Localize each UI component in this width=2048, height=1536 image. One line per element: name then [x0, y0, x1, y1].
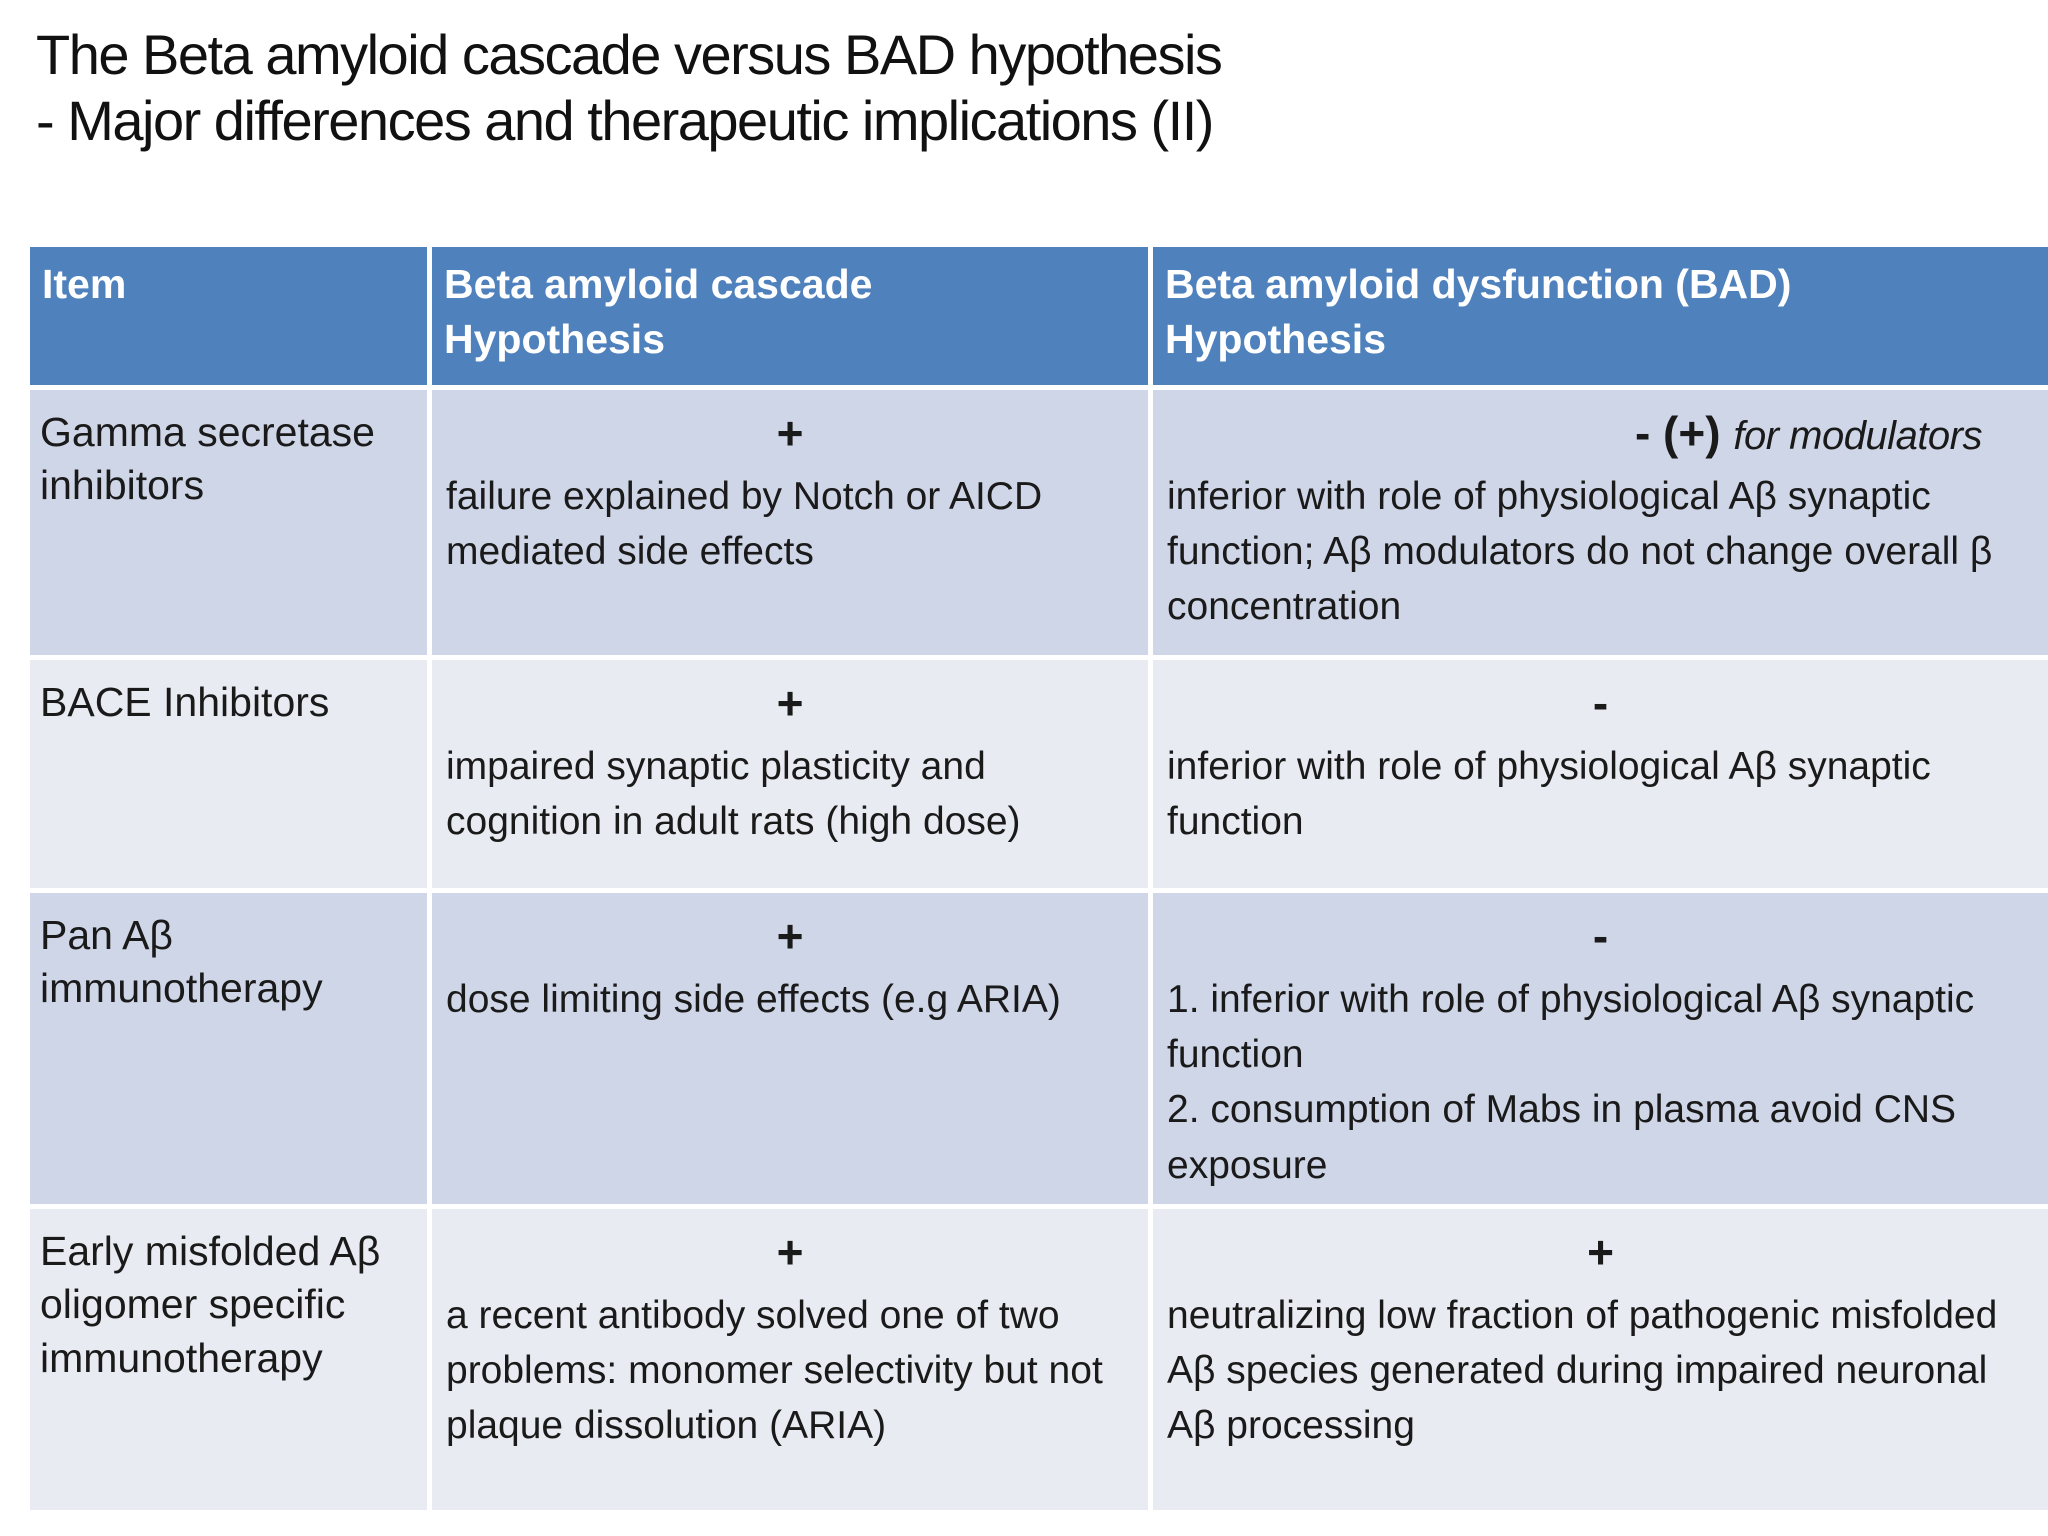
row-item-early-misfolded-oligomer: Early misfolded Aβ oligomer specific imm… — [30, 1209, 427, 1510]
plus-marker: + — [1587, 1226, 1614, 1278]
cell-bad-gamma-secretase: - (+) for modulators inferior with role … — [1153, 390, 2048, 655]
cell-text: failure explained by Notch or AICD media… — [446, 474, 1043, 573]
header-cell-cascade-hypothesis: Beta amyloid cascade Hypothesis — [432, 247, 1148, 385]
cell-cascade-gamma-secretase: + failure explained by Notch or AICD med… — [432, 390, 1148, 655]
cell-text: inferior with role of physiological Aβ s… — [1167, 744, 1931, 843]
plus-marker: + — [776, 407, 804, 459]
row-item-bace-inhibitors: BACE Inhibitors — [30, 660, 427, 888]
comparison-table: Item Beta amyloid cascade Hypothesis Bet… — [30, 247, 2048, 1510]
cell-bad-pan-ab: - 1. inferior with role of physiological… — [1153, 893, 2048, 1204]
page-title: The Beta amyloid cascade versus BAD hypo… — [36, 23, 1223, 153]
marker-note: for modulators — [1733, 414, 1982, 458]
cell-bad-bace: - inferior with role of physiological Aβ… — [1153, 660, 2048, 888]
cell-cascade-pan-ab: + dose limiting side effects (e.g ARIA) — [432, 893, 1148, 1204]
cell-text: neutralizing low fraction of pathogenic … — [1167, 1293, 1998, 1448]
row-item-pan-ab-immunotherapy: Pan Aβ immunotherapy — [30, 893, 427, 1204]
marker-symbols: - (+) — [1634, 407, 1721, 459]
plus-marker: + — [776, 1226, 804, 1278]
cell-cascade-oligomer: + a recent antibody solved one of two pr… — [432, 1209, 1148, 1510]
cell-text: 1. inferior with role of physiological A… — [1167, 977, 1975, 1187]
cell-text: impaired synaptic plasticity and cogniti… — [446, 744, 1021, 843]
header-cell-bad-hypothesis: Beta amyloid dysfunction (BAD) Hypothesi… — [1153, 247, 2048, 385]
plus-marker: + — [776, 677, 804, 729]
cell-bad-oligomer: + neutralizing low fraction of pathogeni… — [1153, 1209, 2048, 1510]
minus-marker: - — [1592, 677, 1609, 729]
minus-marker: - — [1592, 910, 1609, 962]
cell-cascade-bace: + impaired synaptic plasticity and cogni… — [432, 660, 1148, 888]
cell-text: inferior with role of physiological Aβ s… — [1167, 474, 1993, 629]
cell-text: dose limiting side effects (e.g ARIA) — [446, 977, 1061, 1021]
plus-marker: + — [776, 910, 804, 962]
header-cell-item: Item — [30, 247, 427, 385]
row-item-gamma-secretase: Gamma secretase inhibitors — [30, 390, 427, 655]
cell-text: a recent antibody solved one of two prob… — [446, 1293, 1103, 1448]
minus-plus-marker: - (+) for modulators — [1167, 408, 2034, 459]
